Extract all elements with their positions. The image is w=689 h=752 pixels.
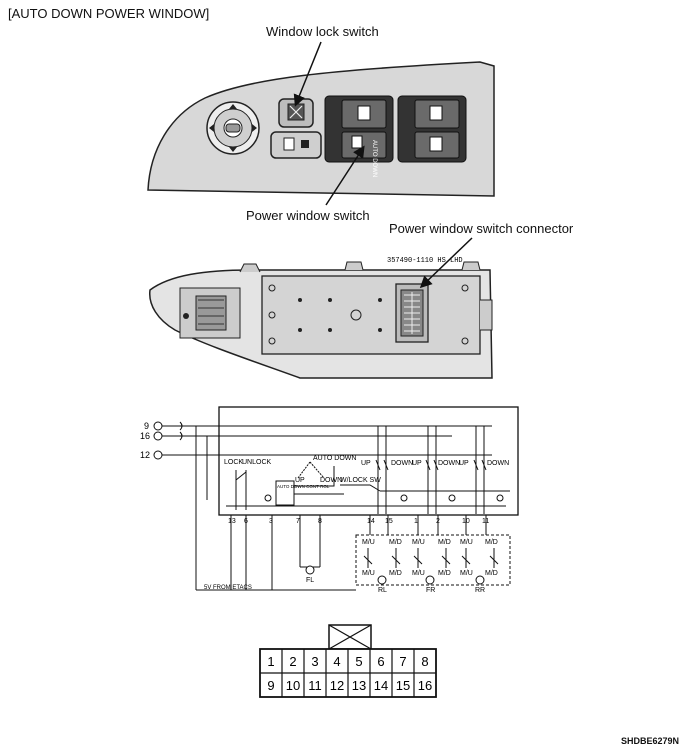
input-terminals: 9 16 12: [140, 421, 492, 590]
fl-motor: FL: [300, 565, 320, 584]
connector-pin-4: 4: [333, 654, 340, 669]
rl-mu-top: M/U: [362, 539, 375, 546]
etacs-label: 5V FROM ETACS: [204, 585, 252, 591]
rr-md-top: M/D: [485, 539, 498, 546]
connector-pin-7: 7: [399, 654, 406, 669]
image-code: SHDBE6279N: [620, 736, 679, 746]
down-label-1: DOWN: [391, 460, 413, 467]
rr-mu-bottom: M/U: [460, 570, 473, 577]
rl-md-bottom: M/D: [389, 570, 402, 577]
rr-md-bottom: M/D: [485, 570, 498, 577]
pin-14: 14: [367, 518, 375, 525]
auto-down-block: AUTO DOWN UP DOWN AUTO DOWN CONT ROL W/L…: [275, 455, 510, 506]
connector-pin-8: 8: [421, 654, 428, 669]
switch-housing-box: [218, 406, 519, 516]
door-lock-switch: [270, 131, 322, 159]
motor-relay-group: M/U M/D M/U M/D M/U M/D M/U M/D M/U M/D …: [355, 534, 511, 594]
connector-pin-12: 12: [330, 678, 344, 693]
auto-down-label: AUTO DOWN: [313, 455, 356, 462]
fl-label: FL: [306, 577, 314, 584]
connector-pin-3: 3: [311, 654, 318, 669]
auto-down-face-label: AUTO DOWN: [371, 140, 377, 177]
connector-pin-6: 6: [377, 654, 384, 669]
pin-13: 13: [228, 518, 236, 525]
pin-3: 3: [269, 518, 273, 525]
fr-mu-top: M/U: [412, 539, 425, 546]
pin-15: 15: [385, 518, 393, 525]
power-window-switch-connector-callout: Power window switch connector: [389, 221, 574, 236]
fr-label: FR: [426, 587, 435, 594]
power-window-switch-callout: Power window switch: [246, 208, 370, 223]
unlock-label: UNLOCK: [242, 459, 272, 466]
rr-label: RR: [475, 587, 485, 594]
pin-7: 7: [296, 518, 300, 525]
up-label-3: UP: [459, 460, 469, 467]
fr-md-bottom: M/D: [438, 570, 451, 577]
back-connector-socket: [395, 283, 429, 343]
back-screw-holes: [268, 284, 469, 345]
connector-pin-5: 5: [355, 654, 362, 669]
connector-pin-16: 16: [418, 678, 432, 693]
window-lock-switch-callout: Window lock switch: [266, 24, 379, 39]
switch-panel-back: 357490-1110 HS LHD: [149, 237, 493, 379]
down-label-main: DOWN: [320, 477, 342, 484]
down-label-2: DOWN: [438, 460, 460, 467]
connector-pin-15: 15: [396, 678, 410, 693]
terminal-16-label: 16: [140, 431, 150, 441]
up-label-main: UP: [295, 477, 305, 484]
up-label-2: UP: [412, 460, 422, 467]
part-number: 357490-1110 HS LHD: [387, 257, 463, 265]
fr-mu-bottom: M/U: [412, 570, 425, 577]
window-switch-group: UP DOWN UP DOWN UP DOWN: [226, 426, 509, 514]
rr-mu-top: M/U: [460, 539, 473, 546]
rl-label: RL: [378, 587, 387, 594]
connector-pin-13: 13: [352, 678, 366, 693]
rl-mu-bottom: M/U: [362, 570, 375, 577]
connector-face: 1 2 3 4 5 6 7 8 9 10 11 12 13 14 15 16: [259, 624, 437, 698]
switch-panel-front: AUTO DOWN: [147, 41, 495, 206]
terminal-12-label: 12: [140, 450, 150, 460]
connector-pin-11: 11: [308, 678, 322, 693]
page-title: [AUTO DOWN POWER WINDOW]: [8, 6, 210, 21]
connector-pin-14: 14: [374, 678, 388, 693]
mirror-control-knob: [206, 101, 260, 155]
terminal-9-label: 9: [144, 421, 149, 431]
lock-label: LOCK: [224, 459, 243, 466]
up-label-1: UP: [361, 460, 371, 467]
window-switch-front-right: [397, 95, 467, 163]
connector-pin-10: 10: [286, 678, 300, 693]
pin-1: 1: [414, 518, 418, 525]
down-label-3: DOWN: [487, 460, 509, 467]
connector-pin-1: 1: [267, 654, 274, 669]
lock-unlock-switch: LOCK UNLOCK: [224, 459, 272, 510]
window-switch-front-left: AUTO DOWN: [324, 95, 394, 177]
circuit-diagram: 9 16 12 LOCK UNLOCK AUTO DOWN UP DOWN AU…: [140, 406, 519, 594]
bottom-pin-labels: 13 6 3 7 8 14 15 1 2 10 11: [228, 518, 489, 525]
rl-md-top: M/D: [389, 539, 402, 546]
connector-pin-2: 2: [289, 654, 296, 669]
wlock-label: W/LOCK SW: [340, 477, 381, 484]
connector-pin-9: 9: [267, 678, 274, 693]
fr-md-top: M/D: [438, 539, 451, 546]
mirror-switch-module-back: [179, 287, 241, 339]
